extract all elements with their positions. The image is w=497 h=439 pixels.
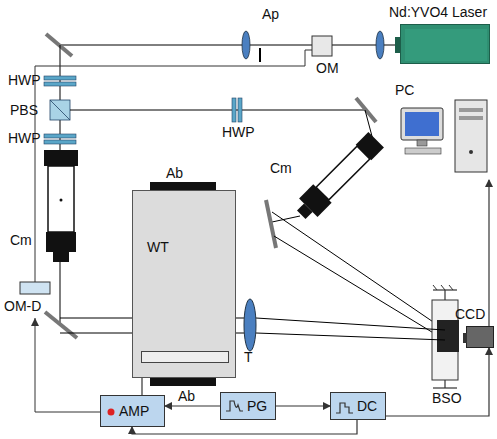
beam-splitter bbox=[50, 100, 70, 120]
part-label: BSO bbox=[432, 390, 462, 406]
mirror bbox=[356, 98, 376, 122]
part-label: Cm bbox=[270, 160, 292, 176]
computer: PC bbox=[395, 82, 492, 180]
part-label: PBS bbox=[10, 102, 38, 118]
half-wave-plate bbox=[44, 82, 76, 86]
node-label: T bbox=[244, 349, 253, 365]
water-tank: WT T bbox=[132, 190, 236, 378]
node-label: Nd:YVO4 Laser bbox=[389, 4, 487, 20]
absorber bbox=[150, 378, 216, 386]
signal-wire bbox=[132, 420, 357, 434]
part-label: Ap bbox=[262, 6, 279, 22]
transducer: T bbox=[141, 351, 229, 363]
signal-wire bbox=[276, 405, 330, 406]
node-label: PG bbox=[247, 398, 267, 414]
lens bbox=[376, 31, 384, 59]
signal-wire bbox=[386, 348, 489, 416]
laser-beam bbox=[58, 45, 400, 46]
node-label: DC bbox=[357, 398, 377, 414]
laser-beam bbox=[256, 318, 445, 330]
icon bbox=[401, 25, 489, 63]
node-label: CCD bbox=[455, 306, 485, 322]
icon bbox=[467, 327, 493, 347]
mirror bbox=[45, 312, 77, 338]
part-label: OM bbox=[316, 60, 339, 76]
part-label: Cm bbox=[10, 232, 32, 248]
part-label: Ab bbox=[178, 388, 195, 404]
lens bbox=[242, 31, 250, 59]
part-label: OM-D bbox=[4, 298, 41, 314]
part-label: HWP bbox=[222, 124, 255, 140]
bso-crystal bbox=[432, 285, 459, 388]
microscope-objective bbox=[44, 150, 78, 262]
laser-beam bbox=[70, 110, 365, 111]
beam-splitter bbox=[50, 100, 70, 120]
signal-wire bbox=[165, 405, 220, 406]
node-label: AMP bbox=[119, 403, 149, 419]
half-wave-plate bbox=[44, 134, 76, 138]
half-wave-plate bbox=[44, 140, 76, 144]
mirror bbox=[266, 200, 276, 248]
delay-controller-box: DC bbox=[330, 392, 386, 420]
control-wire bbox=[35, 318, 100, 412]
half-wave-plate bbox=[238, 98, 242, 122]
laser-beam bbox=[272, 212, 445, 330]
node-label: PC bbox=[395, 82, 414, 98]
half-wave-plate bbox=[44, 76, 76, 80]
modulator-driver bbox=[20, 282, 50, 294]
node-label: WT bbox=[147, 239, 169, 255]
laser-head: Nd:YVO4 Laser bbox=[400, 24, 490, 64]
arrowhead bbox=[31, 318, 39, 326]
pulse-generator-box: PG bbox=[220, 392, 276, 420]
amplifier-box: AMP bbox=[100, 395, 165, 427]
mirror bbox=[46, 34, 72, 56]
part-label: Ab bbox=[166, 165, 183, 181]
part-label: HWP bbox=[8, 130, 41, 146]
part-label: HWP bbox=[8, 72, 41, 88]
ccd-camera: CCD bbox=[466, 326, 494, 348]
absorber bbox=[150, 182, 216, 190]
optical-modulator bbox=[312, 36, 332, 56]
signal-wire bbox=[488, 180, 489, 326]
half-wave-plate bbox=[232, 98, 236, 122]
lens bbox=[244, 299, 256, 351]
microscope-objective bbox=[292, 131, 385, 224]
aperture bbox=[259, 48, 261, 62]
laser-beam bbox=[256, 333, 445, 340]
